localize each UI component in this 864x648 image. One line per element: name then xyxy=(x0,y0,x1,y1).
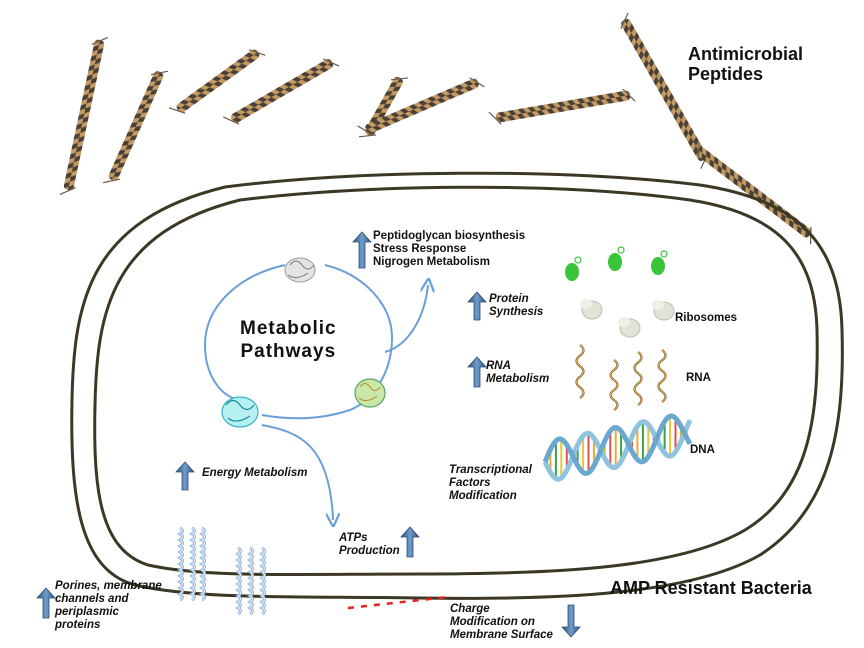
label-line: Modification on xyxy=(450,615,535,628)
enzyme-structure-right xyxy=(354,378,386,408)
protein-icon xyxy=(608,246,625,271)
rna-label: RNA xyxy=(686,372,711,384)
regulation-arrows xyxy=(36,231,581,638)
label-line: Nigrogen Metabolism xyxy=(373,255,490,268)
ribosome-icon xyxy=(580,299,603,320)
antimicrobial-peptides-title: Antimicrobial Peptides xyxy=(688,44,803,84)
label-line: Stress Response xyxy=(373,242,467,255)
protein-icon xyxy=(565,256,582,281)
inner-membrane xyxy=(93,185,819,577)
metabolic-cycle xyxy=(203,264,428,520)
protein-icon xyxy=(651,250,668,275)
ribosome-icon xyxy=(652,300,675,321)
synthesized-proteins-group xyxy=(565,246,668,281)
membrane-channel-proteins xyxy=(177,526,266,616)
title-line: Antimicrobial xyxy=(688,44,804,64)
label-line: Peptidoglycan biosynthesis xyxy=(373,230,526,242)
label-line: Synthesis xyxy=(489,305,544,318)
center-line: Metabolic xyxy=(240,318,337,339)
peptide-helix-icon xyxy=(59,36,108,195)
atp-production-label: ATPs Production xyxy=(339,532,400,558)
antimicrobial-peptides-group xyxy=(59,12,812,245)
label-line: Modification xyxy=(449,489,517,502)
charge-modification-line xyxy=(347,595,449,610)
upregulated-arrow-icon xyxy=(352,231,372,269)
peptide-helix-icon xyxy=(357,77,485,136)
label-line: RNA xyxy=(486,360,511,372)
label-line: Transcriptional xyxy=(449,464,532,476)
peptide-helix-icon xyxy=(358,76,409,138)
dna-label: DNA xyxy=(690,444,715,456)
peptide-helix-icon xyxy=(223,58,340,125)
ribosomes-label: Ribosomes xyxy=(675,312,737,324)
ribosomes-group xyxy=(580,299,675,338)
label-line: Factors xyxy=(449,476,491,489)
amp-resistant-bacteria-title: AMP Resistant Bacteria xyxy=(610,578,812,598)
charge-modification-label: Charge Modification on Membrane Surface xyxy=(450,603,553,642)
dna-helix xyxy=(542,413,693,482)
label-line: channels and xyxy=(55,592,129,605)
peptide-helix-icon xyxy=(168,49,266,114)
upregulated-arrow-icon xyxy=(36,587,56,619)
label-line: Charge xyxy=(450,603,490,615)
downregulated-arrow-icon xyxy=(561,604,581,638)
label-line: Production xyxy=(339,544,400,557)
metabolic-pathways-label: Metabolic Pathways xyxy=(240,318,337,364)
label-line: proteins xyxy=(55,618,101,631)
upregulated-arrow-icon xyxy=(467,356,487,388)
center-line: Pathways xyxy=(240,340,337,362)
label-line: Porines, membrane xyxy=(55,580,162,592)
upregulated-arrow-icon xyxy=(175,461,195,491)
label-line: Metabolism xyxy=(486,372,550,385)
peptide-helix-icon xyxy=(488,88,636,125)
ribosome-icon xyxy=(618,317,641,338)
outer-membrane xyxy=(70,171,844,600)
title-line: Peptides xyxy=(688,64,764,85)
enzyme-structure-left xyxy=(221,396,259,428)
peptidoglycan-stress-nitrogen-label: Peptidoglycan biosynthesis Stress Respon… xyxy=(373,230,525,269)
rna-metabolism-label: RNA Metabolism xyxy=(486,360,549,386)
upregulated-arrow-icon xyxy=(400,526,420,558)
label-line: Protein xyxy=(489,293,529,305)
porines-channels-label: Porines, membrane channels and periplasm… xyxy=(55,580,162,632)
peptide-helix-icon xyxy=(696,141,812,245)
label-line: Membrane Surface xyxy=(450,628,553,641)
label-line: periplasmic xyxy=(55,605,119,618)
label-line: ATPs xyxy=(339,532,368,544)
protein-synthesis-label: Protein Synthesis xyxy=(489,293,543,319)
transcriptional-factors-label: Transcriptional Factors Modification xyxy=(449,464,532,503)
enzyme-structure-top xyxy=(284,257,316,283)
upregulated-arrow-icon xyxy=(467,291,487,321)
peptide-helix-icon xyxy=(103,70,169,184)
rna-strands-group xyxy=(575,344,667,411)
energy-metabolism-label: Energy Metabolism xyxy=(202,467,308,479)
